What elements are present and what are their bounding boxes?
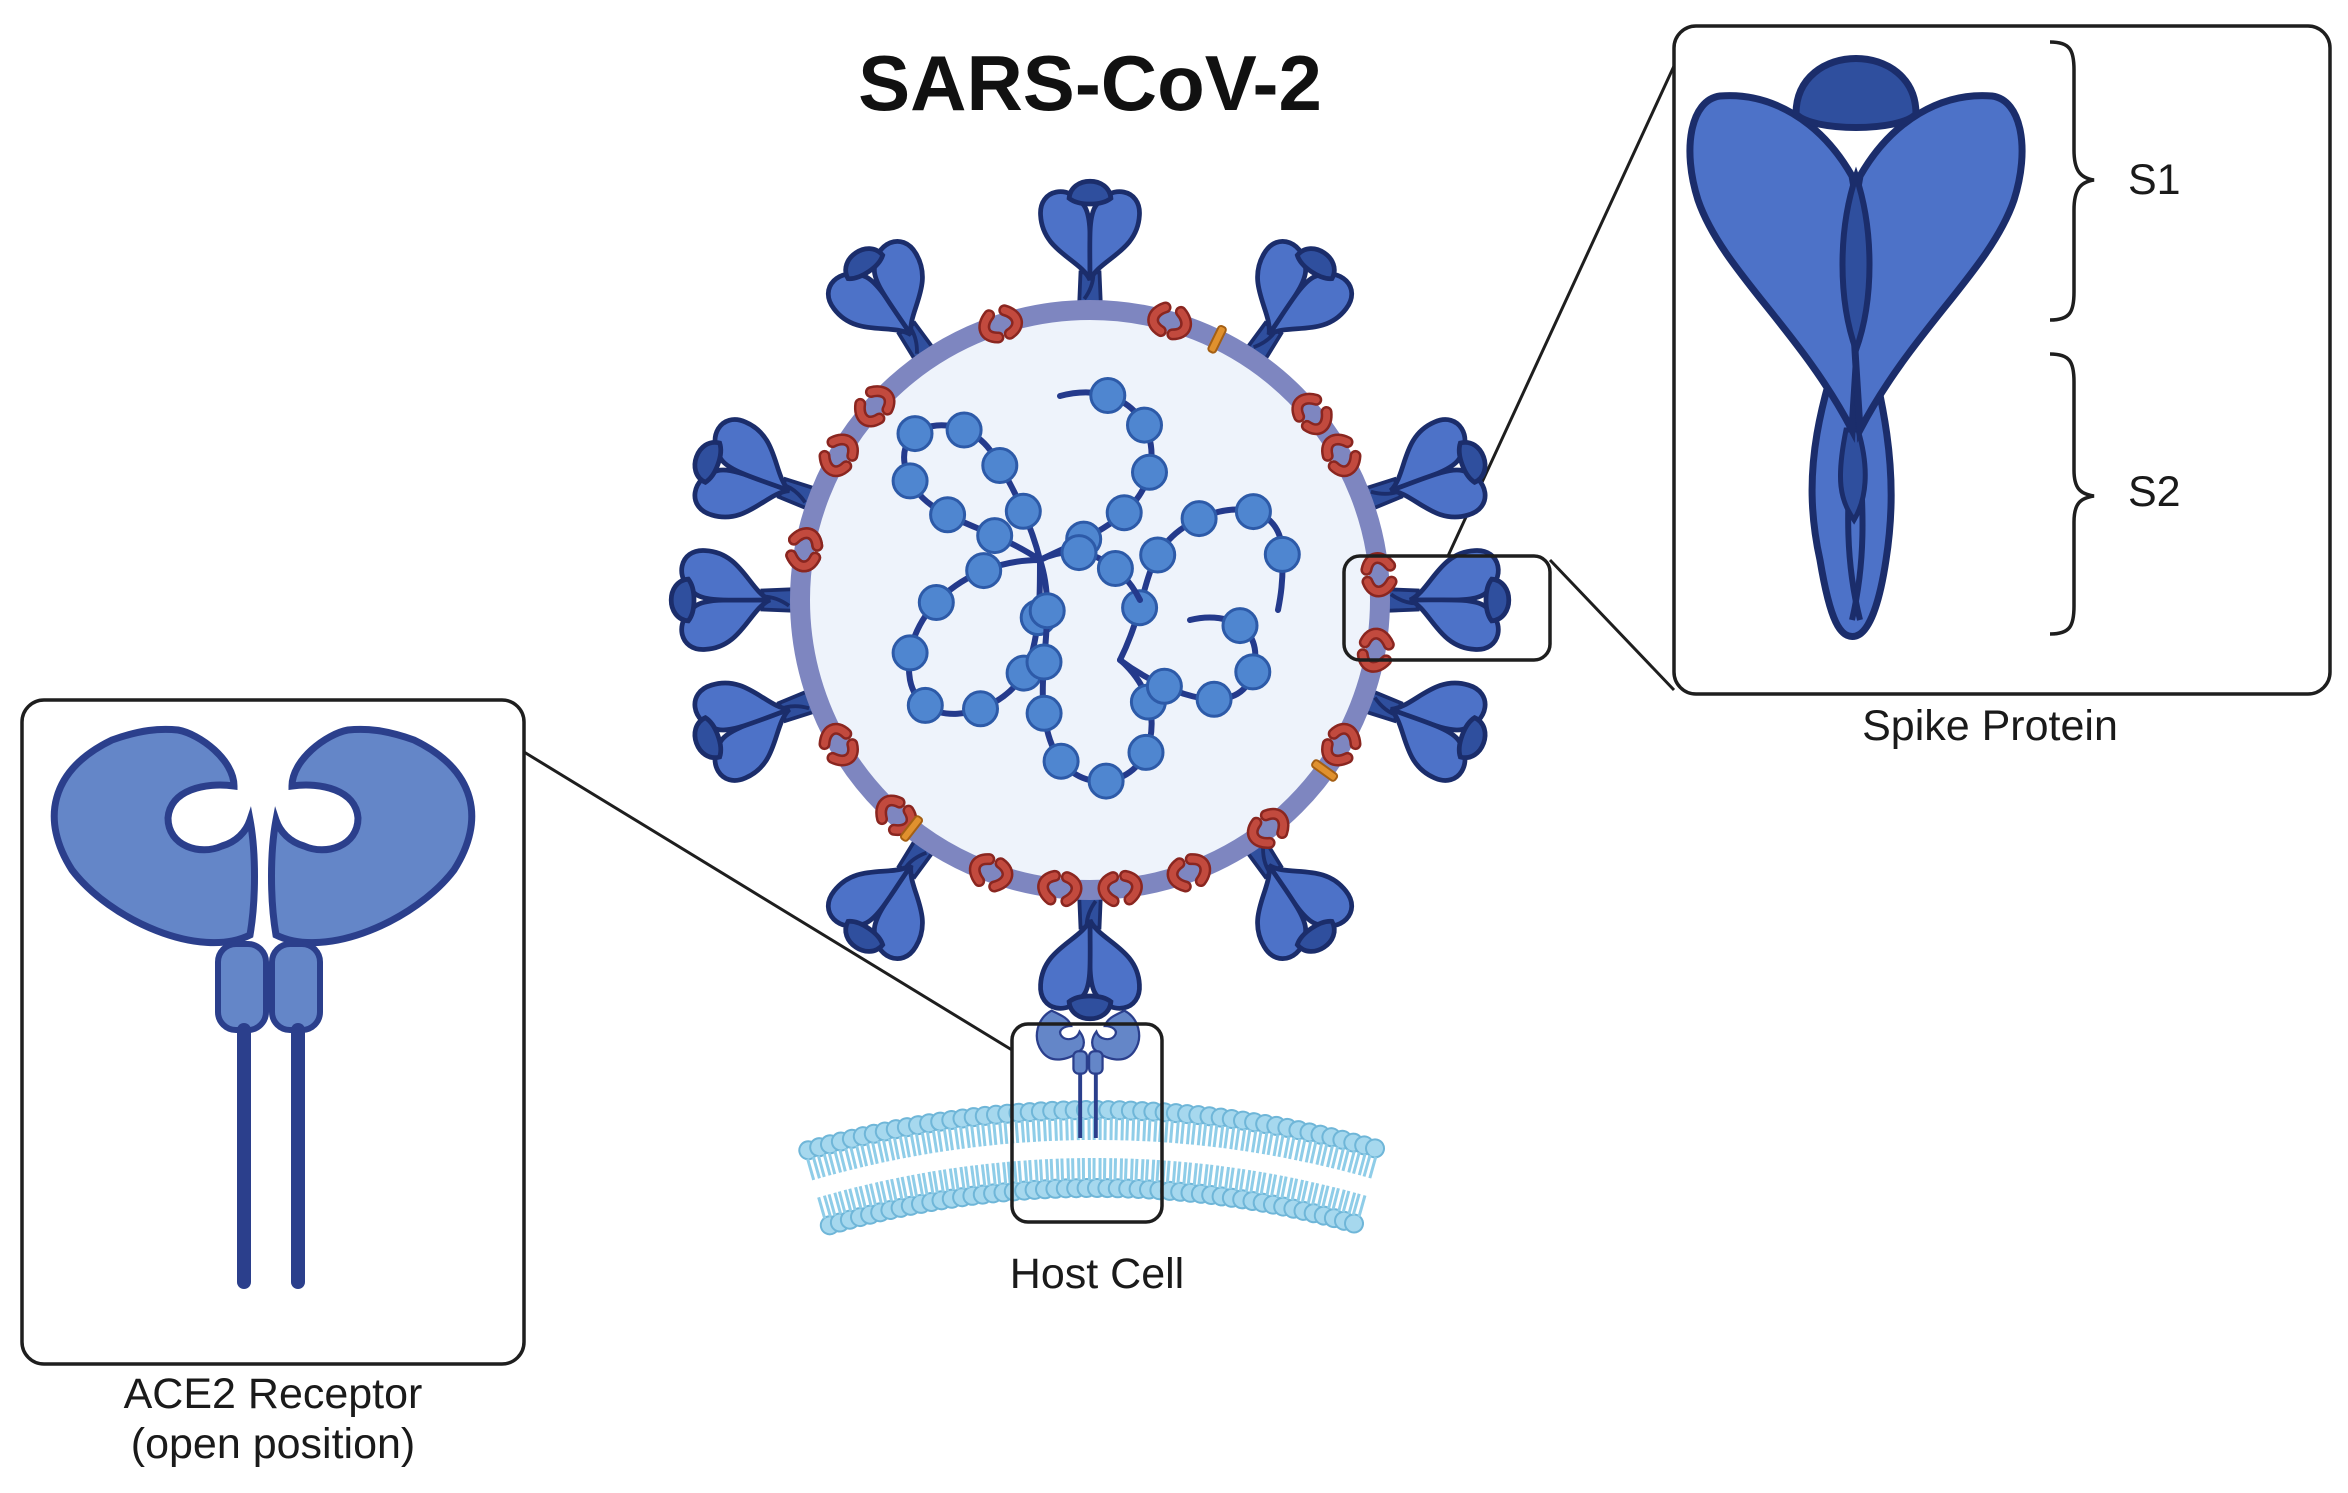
s2-brace-icon	[2049, 352, 2095, 636]
s1-label: S1	[2128, 156, 2181, 204]
virion-envelope	[790, 300, 1390, 900]
ace2-receptor-inset	[20, 698, 526, 1366]
nucleocapsid-bead	[976, 517, 1014, 555]
nucleocapsid-bead	[891, 462, 929, 500]
nucleocapsid-bead	[1131, 453, 1168, 491]
rna-strand-7	[1037, 549, 1143, 603]
spike-protein-icon	[1686, 55, 2026, 640]
nucleocapsid-bead	[896, 415, 934, 453]
nucleocapsid-bead	[1121, 589, 1159, 627]
nucleocapsid-bead	[1105, 494, 1143, 532]
nucleocapsid-bead	[1087, 762, 1125, 800]
nucleocapsid-bead	[1139, 536, 1177, 574]
spike-protein-inset: S1 S2	[1672, 24, 2332, 696]
nucleocapsid-bead	[1145, 667, 1183, 705]
ace2-leader-line	[523, 750, 1013, 1052]
s2-label: S2	[2128, 468, 2181, 516]
nucleocapsid-bead	[891, 634, 929, 672]
diagram-title: SARS-CoV-2	[858, 39, 1322, 127]
nucleocapsid-bead	[929, 496, 967, 534]
nucleocapsid-bead	[1127, 733, 1165, 771]
nucleocapsid-bead	[1221, 607, 1259, 645]
nucleocapsid-bead	[1126, 406, 1163, 444]
nucleocapsid-bead	[962, 690, 999, 728]
nucleocapsid-bead	[1180, 500, 1218, 538]
nucleocapsid-bead	[1096, 550, 1134, 587]
nucleocapsid-bead	[917, 584, 955, 621]
virion-spike-1	[1041, 181, 1140, 318]
ace2-label-line1: ACE2 Receptor	[124, 1370, 423, 1418]
nucleocapsid-bead	[1234, 493, 1272, 531]
nucleocapsid-bead	[1234, 653, 1272, 691]
virion-spike-7	[671, 551, 808, 650]
spike-highlight-frame	[1342, 554, 1552, 662]
virion-icon	[671, 181, 1509, 1019]
ace2-receptor-icon	[50, 725, 476, 1289]
nucleocapsid-bead	[1025, 643, 1063, 681]
host-cell-highlight-frame	[1010, 1022, 1164, 1224]
ace2-label-line2: (open position)	[131, 1420, 415, 1468]
rna-genome	[891, 377, 1301, 800]
nucleocapsid-bead	[1060, 534, 1098, 572]
nucleocapsid-bead	[906, 686, 944, 724]
nucleocapsid-bead	[965, 552, 1003, 590]
nucleocapsid-bead	[1004, 492, 1042, 530]
spike-protein-label: Spike Protein	[1862, 702, 2118, 750]
nucleocapsid-bead	[945, 411, 983, 449]
spike-leader-line-bottom	[1548, 558, 1676, 692]
nucleocapsid-bead	[1195, 680, 1233, 718]
nucleocapsid-bead	[1028, 592, 1066, 630]
nucleocapsid-bead	[981, 447, 1019, 484]
nucleocapsid-bead	[1089, 377, 1127, 414]
lipid-bilayer-icon	[795, 1099, 1388, 1238]
nucleocapsid-bead	[1263, 535, 1301, 573]
host-cell-label: Host Cell	[1010, 1250, 1184, 1298]
s1-brace-icon	[2049, 40, 2095, 322]
nucleocapsid-bead	[1042, 742, 1080, 780]
nucleocapsid-bead	[1025, 694, 1063, 732]
